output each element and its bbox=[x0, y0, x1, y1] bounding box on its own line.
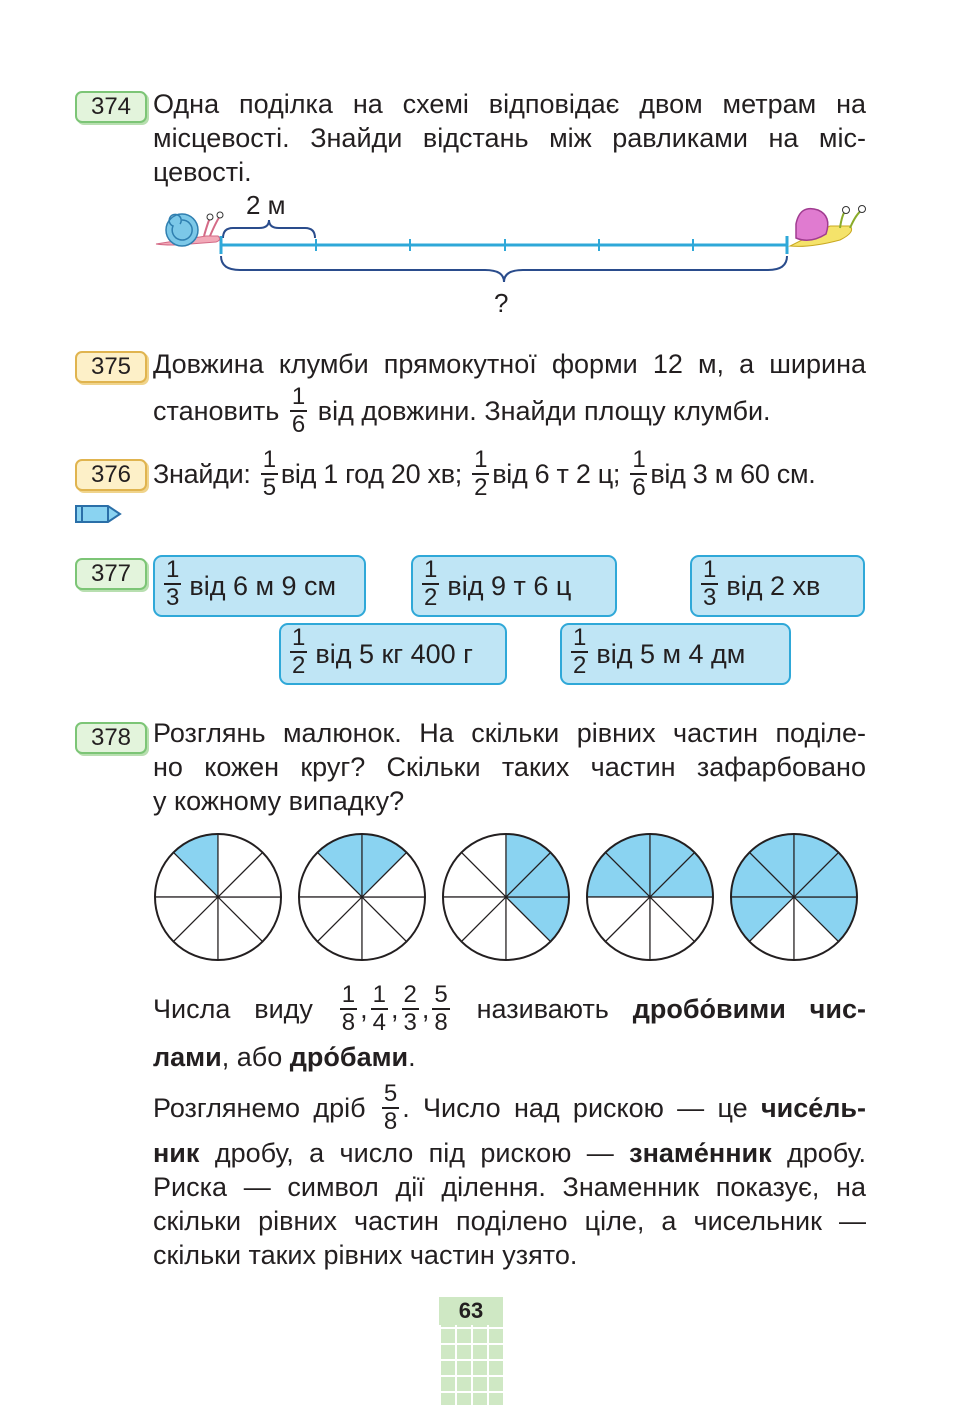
task-number-374: 374 bbox=[75, 91, 147, 123]
task-378-line: Розглянь малюнок. На скільки рівних част… bbox=[153, 718, 866, 748]
task-375-post: від довжини. Знайди площу клумби. bbox=[317, 396, 771, 427]
fraction-circle bbox=[154, 833, 282, 961]
task-376-item: від 3 м 60 см. bbox=[650, 459, 816, 490]
circle-outline bbox=[154, 833, 282, 961]
task-376-item: від 6 т 2 ц; bbox=[492, 459, 621, 490]
fraction-circle bbox=[730, 833, 858, 961]
right-snail-icon bbox=[788, 205, 866, 247]
theory-line: лами, або дро́бами. bbox=[153, 1042, 416, 1072]
task-374-line: місцевості. Знайди відстань між равликам… bbox=[153, 123, 866, 153]
task-378-text: Розглянь малюнок. На скільки рівних част… bbox=[153, 716, 866, 818]
task-378-line: у кожному випадку? bbox=[153, 786, 405, 816]
left-snail-icon bbox=[155, 211, 224, 247]
task-376-item: від 1 год 20 хв; bbox=[280, 459, 462, 490]
theory-line: Риска — символ дії ділення. Знаменник по… bbox=[153, 1172, 866, 1202]
small-brace bbox=[222, 219, 316, 239]
scale-label: 2 м bbox=[246, 190, 286, 220]
fraction-circle bbox=[586, 833, 714, 961]
scale-ticks bbox=[219, 236, 789, 254]
term-denominator: знаме́нник bbox=[629, 1138, 772, 1168]
task-374-text: Одна поділка на схемі відповідає двом ме… bbox=[153, 87, 866, 189]
circle-outline bbox=[730, 833, 858, 961]
task-number-376: 376 bbox=[75, 459, 147, 491]
theory-line: скільки рівних частин поділено ціле, а ч… bbox=[153, 1206, 866, 1236]
term-numerator: чисе́ль- bbox=[760, 1093, 866, 1124]
fraction-circles bbox=[154, 833, 858, 961]
page-number: 63 bbox=[439, 1297, 503, 1325]
task-number-375: 375 bbox=[75, 351, 147, 383]
exercise-box-text: від 9 т 6 ц bbox=[447, 570, 572, 601]
task-number-377: 377 bbox=[75, 558, 147, 590]
task-376-pre: Знайди: bbox=[153, 459, 251, 490]
circle-outline bbox=[442, 833, 570, 961]
question-mark: ? bbox=[494, 288, 509, 318]
task-number-378: 378 bbox=[75, 722, 147, 754]
exercise-box-text: від 2 хв bbox=[726, 570, 821, 601]
theory-line: ник дробу, а число під рискою — знаме́нн… bbox=[153, 1138, 866, 1168]
task-375-pre: становить bbox=[153, 396, 280, 427]
pencil-icon bbox=[75, 505, 122, 523]
distance-diagram bbox=[155, 205, 866, 283]
circle-outline bbox=[298, 833, 426, 961]
page-number-badge: 63 bbox=[439, 1297, 503, 1405]
fraction-circle bbox=[298, 833, 426, 961]
task-374-line: Одна поділка на схемі відповідає двом ме… bbox=[153, 89, 866, 119]
exercise-box-text: від 5 кг 400 г bbox=[315, 638, 474, 669]
task-378-line: но кожен круг? Скільки таких частин зафа… bbox=[153, 752, 866, 782]
exercise-box-text: від 5 м 4 дм bbox=[596, 638, 746, 669]
circle-outline bbox=[586, 833, 714, 961]
exercise-box-text: від 6 м 9 см bbox=[189, 570, 337, 601]
big-brace bbox=[220, 255, 788, 283]
fraction-circle bbox=[442, 833, 570, 961]
task-374-line: цевості. bbox=[153, 157, 252, 187]
task-375-text: Довжина клумби прямокутної форми 12 м, а… bbox=[153, 347, 866, 439]
task-375-line1: Довжина клумби прямокутної форми 12 м, а… bbox=[153, 349, 866, 379]
term-fractional-numbers: дробо́вими чис- bbox=[632, 994, 866, 1025]
term-fractions: дро́бами bbox=[289, 1042, 409, 1072]
theory-line: скільки таких рівних частин узято. bbox=[153, 1240, 578, 1270]
